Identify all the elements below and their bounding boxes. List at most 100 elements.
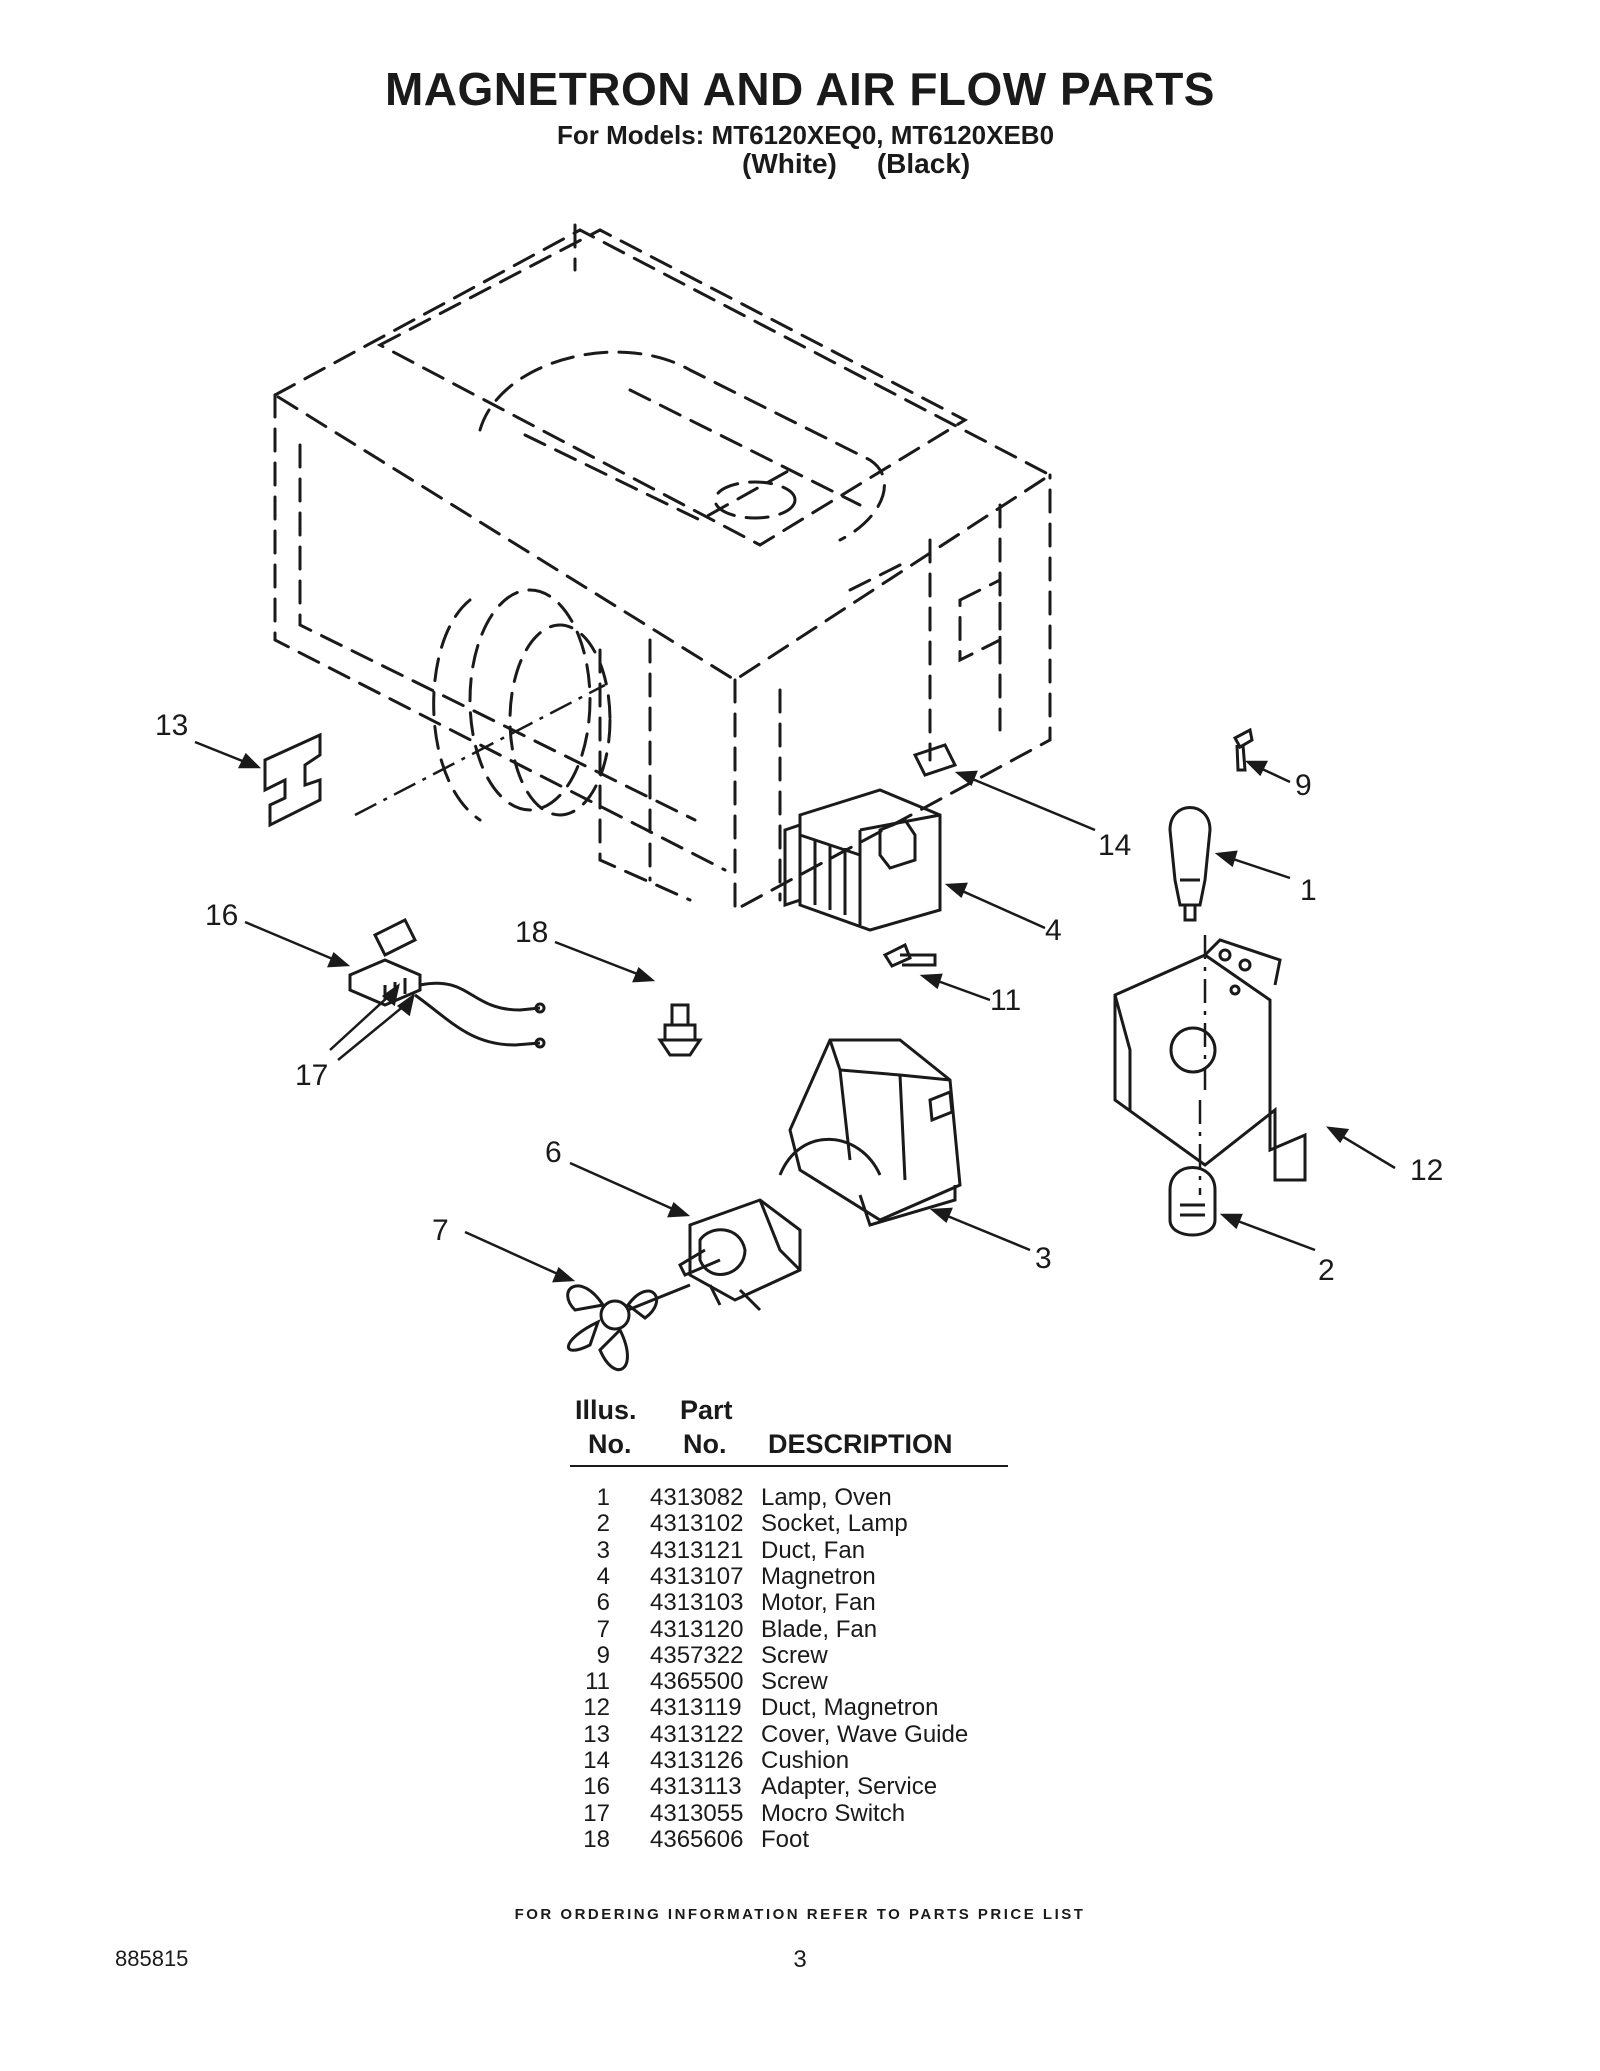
part-number: 4313107 — [650, 1562, 744, 1590]
header-part-top: Part — [680, 1395, 733, 1425]
part-number: 4313055 — [650, 1799, 744, 1827]
part-drawings — [263, 727, 1307, 1372]
part-description: Cover, Wave Guide — [761, 1720, 969, 1748]
illus-number: 17 — [583, 1799, 610, 1827]
table-row: 1 4313082 Lamp, Oven — [570, 1485, 1010, 1511]
illus-number: 3 — [596, 1536, 610, 1564]
callout-1: 1 — [1300, 874, 1317, 907]
exploded-parts-diagram: 13 9 14 1 16 18 4 11 17 12 6 3 2 7 — [155, 223, 1443, 1372]
wave-guide-cover-drawing — [263, 732, 322, 828]
table-row: 4 4313107 Magnetron — [570, 1562, 1010, 1590]
callout-leaders — [194, 740, 1396, 1283]
part-number: 4313126 — [650, 1747, 744, 1774]
fan-blade-drawing — [566, 1283, 691, 1372]
color-black-label: (Black) — [876, 148, 971, 179]
illus-number: 9 — [596, 1641, 610, 1669]
part-number: 4365606 — [650, 1825, 744, 1853]
model-colors: (White) (Black) — [742, 148, 970, 180]
part-description: Duct, Magnetron — [761, 1694, 939, 1722]
page-number: 3 — [793, 1946, 807, 1973]
illus-number: 11 — [585, 1668, 610, 1696]
table-row: 9 4357322 Screw — [570, 1641, 1010, 1669]
part-description: Foot — [761, 1825, 810, 1853]
assembly-guide-lines — [354, 683, 1207, 1195]
callout-12: 12 — [1410, 1154, 1443, 1187]
illus-number: 13 — [583, 1720, 610, 1748]
table-row: 14 4313126 Cushion — [570, 1748, 1010, 1774]
callout-4: 4 — [1045, 914, 1062, 947]
fan-duct-drawing — [778, 1038, 962, 1227]
illus-number: 6 — [596, 1589, 610, 1617]
part-number: 4357322 — [650, 1641, 744, 1669]
foot-drawing — [657, 1003, 703, 1057]
table-row: 16 4313113 Adapter, Service — [570, 1774, 1010, 1800]
table-row: 2 4313102 Socket, Lamp — [570, 1511, 1010, 1537]
screw-9-drawing — [1232, 727, 1254, 772]
illus-number: 18 — [583, 1825, 610, 1853]
lamp-socket-drawing — [1168, 1166, 1217, 1237]
part-description: Screw — [761, 1668, 828, 1696]
ordering-note: FOR ORDERING INFORMATION REFER TO PARTS … — [514, 1906, 1086, 1923]
table-row: 7 4313120 Blade, Fan — [570, 1615, 1010, 1643]
header-illus-top: Illus. — [575, 1395, 637, 1425]
callout-9: 9 — [1295, 769, 1312, 802]
callout-2: 2 — [1318, 1254, 1335, 1287]
page-title: MAGNETRON AND AIR FLOW PARTS — [384, 63, 1215, 115]
part-description: Cushion — [761, 1747, 850, 1774]
table-row: 17 4313055 Mocro Switch — [570, 1799, 1010, 1827]
callout-3: 3 — [1035, 1242, 1052, 1275]
header-description: DESCRIPTION — [768, 1429, 953, 1459]
illus-number: 1 — [596, 1484, 610, 1511]
part-description: Duct, Fan — [761, 1536, 866, 1564]
part-number: 4313119 — [650, 1694, 742, 1722]
screw-11-drawing — [882, 942, 937, 968]
illus-number: 16 — [583, 1773, 610, 1801]
part-description: Motor, Fan — [761, 1589, 876, 1617]
part-description: Blade, Fan — [761, 1615, 878, 1643]
magnetron-duct-drawing — [1113, 938, 1307, 1182]
color-white-label: (White) — [742, 148, 837, 179]
oven-lamp-drawing — [1168, 806, 1212, 922]
table-row: 3 4313121 Duct, Fan — [570, 1536, 1010, 1564]
cushion-drawing — [912, 743, 958, 777]
callout-13: 13 — [155, 709, 188, 742]
part-number: 4313113 — [650, 1773, 742, 1801]
cabinet-outline — [272, 223, 1053, 913]
illus-number: 2 — [596, 1510, 610, 1538]
part-description: Mocro Switch — [761, 1799, 906, 1827]
part-number: 4313102 — [650, 1510, 744, 1538]
table-row: 18 4365606 Foot — [570, 1825, 1010, 1853]
part-number: 4313082 — [650, 1484, 744, 1511]
illus-number: 4 — [596, 1562, 610, 1590]
table-row: 6 4313103 Motor, Fan — [570, 1590, 1010, 1616]
callout-7: 7 — [432, 1214, 449, 1247]
service-adapter-drawing — [348, 917, 546, 1049]
part-description: Screw — [761, 1641, 828, 1669]
table-row: 11 4365500 Screw — [570, 1669, 1010, 1695]
fan-motor-drawing — [678, 1198, 802, 1312]
part-description: Socket, Lamp — [761, 1510, 908, 1538]
table-row: 13 4313122 Cover, Wave Guide — [570, 1720, 1010, 1748]
header-part-bottom: No. — [683, 1429, 727, 1459]
illus-number: 14 — [583, 1747, 610, 1774]
part-number: 4365500 — [650, 1668, 744, 1696]
part-number: 4313122 — [650, 1720, 744, 1748]
magnetron-drawing — [783, 788, 942, 932]
illus-number: 7 — [596, 1615, 610, 1643]
part-number: 4313103 — [650, 1589, 744, 1617]
header-rule — [570, 1465, 1008, 1467]
callout-18: 18 — [515, 916, 548, 949]
callout-14: 14 — [1098, 829, 1131, 862]
part-description: Lamp, Oven — [761, 1484, 892, 1511]
part-number: 4313120 — [650, 1615, 744, 1643]
part-description: Adapter, Service — [761, 1773, 938, 1801]
callout-17: 17 — [295, 1059, 328, 1092]
callout-16: 16 — [205, 899, 238, 932]
illus-number: 12 — [583, 1694, 610, 1722]
models-line: For Models: MT6120XEQ0, MT6120XEB0 — [557, 120, 1055, 150]
part-description: Magnetron — [761, 1562, 876, 1590]
part-number: 4313121 — [650, 1536, 744, 1564]
callout-6: 6 — [545, 1136, 562, 1169]
